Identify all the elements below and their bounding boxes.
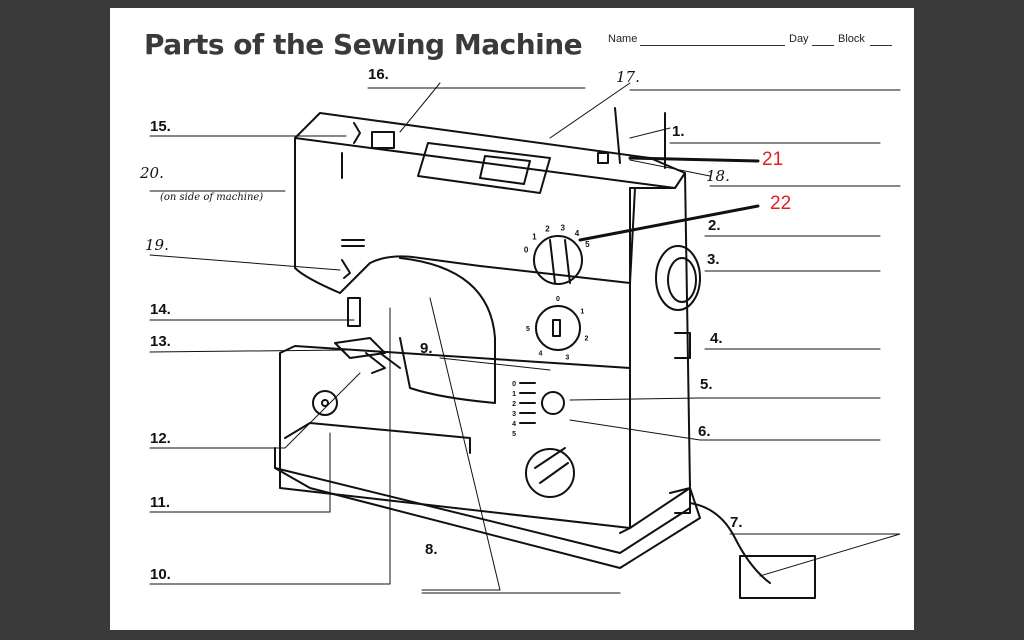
bobbin [312, 390, 338, 416]
label-11: 11. [150, 494, 171, 511]
pointer-18 [629, 159, 711, 177]
bobbin-winder [597, 152, 609, 164]
machine-bed-outline [279, 345, 631, 529]
label-14: 14. [150, 301, 171, 318]
stitch-width-tick-4: 4 [575, 229, 580, 238]
machine-base-lower [274, 467, 701, 569]
spool-pin-left [614, 107, 621, 164]
stitch-length-tick-3: 3 [512, 411, 516, 418]
free-arm [284, 422, 471, 454]
machine-arm-inner [399, 257, 496, 404]
label-7: 7. [730, 514, 743, 531]
pointer-12 [149, 372, 361, 449]
display-inner [479, 155, 531, 185]
pointer-13 [149, 349, 347, 353]
stitch-width-tick-2: 2 [545, 225, 550, 234]
stitch-length-tick-1: 1 [512, 391, 516, 398]
label-6: 6. [698, 423, 711, 440]
label-17: 17. [616, 68, 640, 86]
block-label: Block [838, 33, 865, 45]
stitch-width-tick-0: 0 [524, 245, 529, 254]
name-label: Name [608, 33, 638, 45]
pointer-17 [549, 82, 631, 139]
tension-dial [525, 448, 575, 498]
label-20: 20. [140, 164, 164, 182]
side-button [674, 332, 691, 359]
stitch-width-tick-1: 1 [532, 233, 537, 242]
label-18: 18. [706, 167, 730, 185]
label-15: 15. [150, 118, 171, 135]
pointer-8 [421, 297, 501, 591]
foot-pedal [739, 555, 816, 599]
label-22: 22 [770, 193, 792, 214]
needle-bar [347, 297, 361, 327]
block-line [870, 45, 892, 46]
stitch-display-panel [417, 142, 551, 194]
side-note: (on side of machine) [160, 192, 264, 203]
label-9: 9. [420, 340, 433, 357]
label-21: 21 [762, 149, 784, 170]
stitch-length-tick-0: 0 [512, 381, 516, 388]
label-13: 13. [150, 333, 171, 350]
stitch-pattern-tick-2: 2 [585, 335, 589, 342]
stitch-length-tick-4: 4 [512, 421, 516, 428]
stitch-pattern-tick-0: 0 [556, 296, 560, 303]
pointer-10 [149, 307, 391, 585]
pointer-16 [399, 82, 441, 133]
label-16: 16. [368, 66, 389, 83]
pointer-21 [628, 156, 760, 163]
stitch-width-tick-3: 3 [560, 223, 565, 232]
stitch-pattern-tick-3: 3 [565, 355, 569, 362]
stitch-width-tick-5: 5 [585, 240, 590, 249]
pointer-6 [569, 419, 881, 441]
thread-take-up [353, 122, 361, 144]
stitch-length-dial [541, 391, 565, 415]
handwheel [655, 245, 701, 311]
label-2: 2. [708, 217, 721, 234]
pointer-11 [149, 432, 331, 513]
label-4: 4. [710, 330, 723, 347]
pointer-7 [729, 533, 901, 577]
label-12: 12. [150, 430, 171, 447]
label-8: 8. [425, 541, 438, 558]
worksheet-title: Parts of the Sewing Machine [144, 28, 583, 61]
power-cord [689, 502, 771, 584]
label-1: 1. [672, 123, 685, 140]
day-line [812, 45, 834, 46]
stitch-length-tick-2: 2 [512, 401, 516, 408]
stitch-pattern-dial [535, 305, 581, 351]
spool-pin-box [371, 131, 395, 149]
stitch-width-dial [533, 235, 583, 285]
stitch-pattern-tick-4: 4 [538, 350, 542, 357]
machine-top-outline [294, 112, 686, 189]
pointer-19 [149, 254, 341, 271]
day-label: Day [789, 33, 809, 45]
pointer-9 [439, 357, 551, 371]
pointer-1 [629, 127, 671, 139]
label-5: 5. [700, 376, 713, 393]
pointer-22 [578, 204, 760, 242]
stitch-length-tick-5: 5 [512, 431, 516, 438]
stitch-pattern-tick-1: 1 [580, 308, 584, 315]
stitch-pattern-tick-5: 5 [526, 326, 530, 333]
presser-foot [334, 337, 386, 359]
name-line [640, 45, 785, 46]
label-10: 10. [150, 566, 171, 583]
machine-front-outline [619, 187, 631, 534]
pointer-5 [569, 397, 881, 401]
machine-body-outline [294, 137, 691, 529]
label-3: 3. [707, 251, 720, 268]
machine-base [274, 447, 691, 554]
worksheet-page: Parts of the Sewing Machine Name Day Blo… [110, 8, 914, 630]
label-19: 19. [145, 236, 169, 254]
